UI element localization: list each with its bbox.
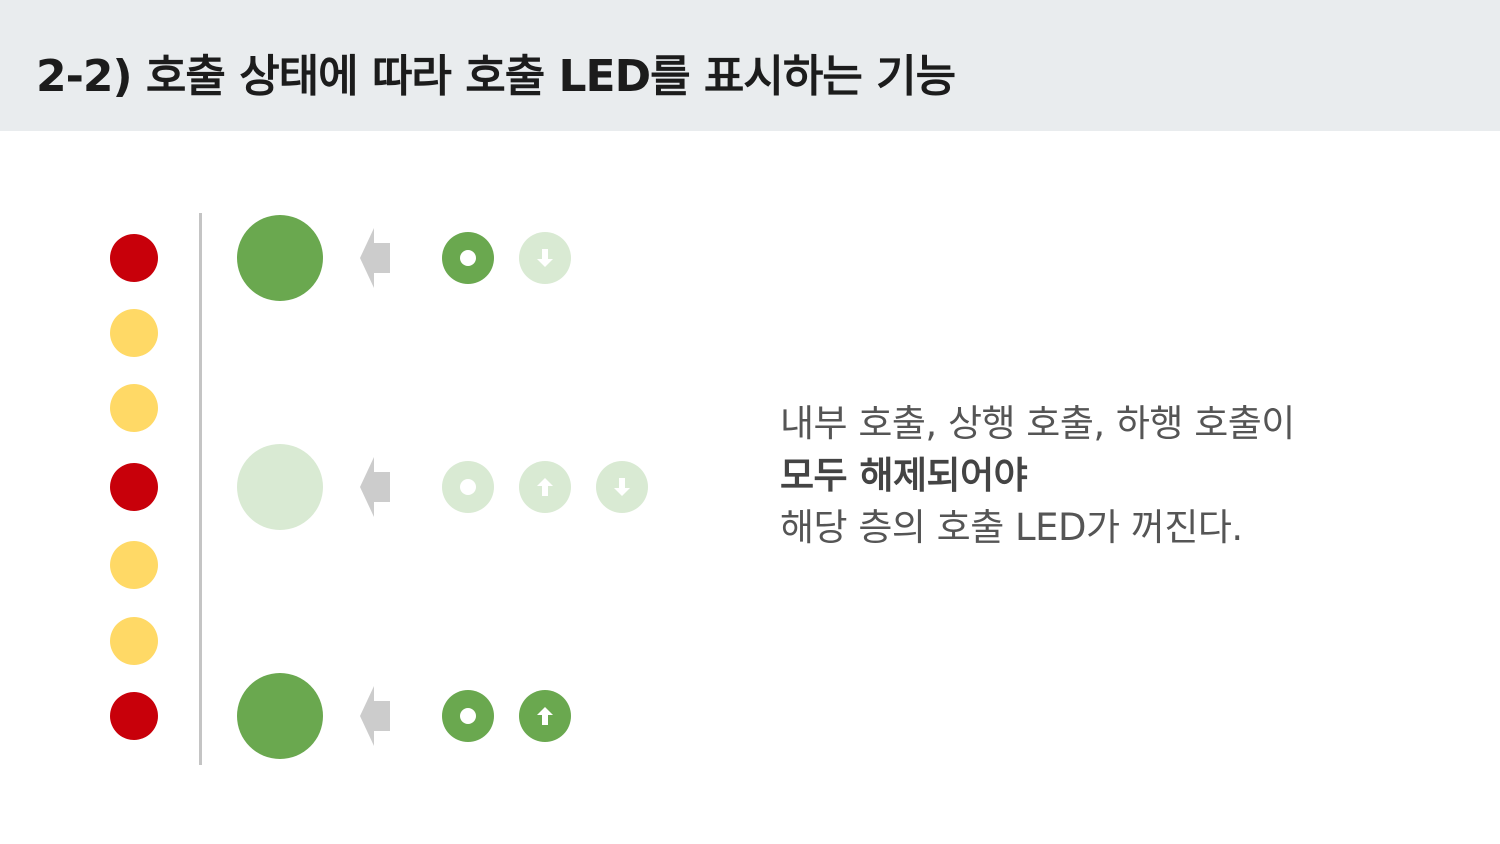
circle-icon <box>460 250 476 266</box>
divider-line <box>199 213 202 765</box>
down-call-button[interactable] <box>596 461 648 513</box>
arrow-down-icon <box>534 247 556 269</box>
down-call-button[interactable] <box>519 232 571 284</box>
call-led <box>237 215 323 301</box>
internal-call-button[interactable] <box>442 461 494 513</box>
floor-indicator-dot <box>110 617 158 665</box>
floor-indicator-dot <box>110 309 158 357</box>
call-led <box>237 444 323 530</box>
internal-call-button[interactable] <box>442 232 494 284</box>
internal-call-button[interactable] <box>442 690 494 742</box>
arrow-left-icon <box>360 457 390 517</box>
floor-indicator-dot <box>110 384 158 432</box>
circle-icon <box>460 479 476 495</box>
description-line-3: 해당 층의 호출 LED가 꺼진다. <box>780 506 1243 549</box>
description-line-2: 모두 해제되어야 <box>780 454 1028 497</box>
up-call-button[interactable] <box>519 461 571 513</box>
floor-indicator-dot <box>110 234 158 282</box>
circle-icon <box>460 708 476 724</box>
arrow-left-icon <box>360 228 390 288</box>
arrow-left-icon <box>360 686 390 746</box>
description-text: 내부 호출, 상행 호출, 하행 호출이 모두 해제되어야 해당 층의 호출 L… <box>780 398 1480 554</box>
description-line-1: 내부 호출, 상행 호출, 하행 호출이 <box>780 402 1295 445</box>
page-title: 2-2) 호출 상태에 따라 호출 LED를 표시하는 기능 <box>36 51 956 102</box>
call-led <box>237 673 323 759</box>
arrow-down-icon <box>611 476 633 498</box>
header-bar: 2-2) 호출 상태에 따라 호출 LED를 표시하는 기능 <box>0 0 1500 131</box>
up-call-button[interactable] <box>519 690 571 742</box>
floor-indicator-dot <box>110 541 158 589</box>
floor-indicator-dot <box>110 692 158 740</box>
arrow-up-icon <box>534 705 556 727</box>
arrow-up-icon <box>534 476 556 498</box>
floor-indicator-dot <box>110 463 158 511</box>
